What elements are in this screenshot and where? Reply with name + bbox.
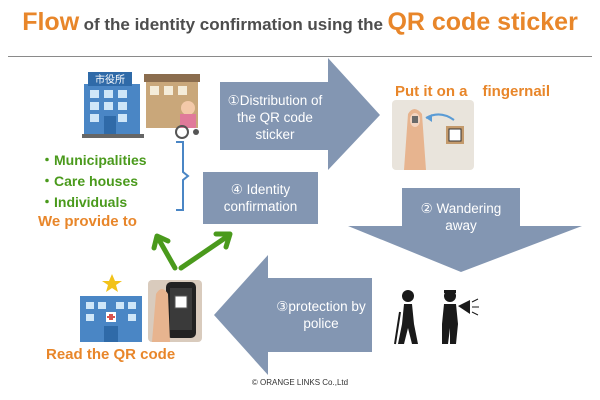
copyright: © ORANGE LINKS Co.,Ltd	[251, 378, 349, 387]
step-protection-text: ③protection by police	[276, 299, 366, 331]
title-divider	[8, 56, 592, 57]
provide-item: ・Individuals	[40, 194, 128, 210]
green-arrows	[151, 231, 233, 271]
arrow-wandering	[348, 188, 582, 272]
wanderer-police-icon	[394, 290, 479, 345]
title-middle: of the identity confirmation using the	[83, 15, 383, 34]
provide-item: ・Municipalities	[40, 152, 147, 168]
step-wandering-text: ② Wandering away	[420, 201, 502, 233]
fingernail-photo	[392, 100, 474, 170]
title-flow: Flow	[22, 8, 80, 36]
read-qr-label: Read the QR code	[46, 346, 176, 363]
list-bracket	[176, 141, 190, 211]
step-identity-text: ④ Identity confirmation	[223, 182, 298, 214]
city-hall-icon: 市役所	[82, 72, 200, 139]
title-qr: QR code sticker	[387, 8, 578, 36]
hospital-phone-icon	[80, 274, 202, 342]
city-hall-sign: 市役所	[95, 73, 125, 86]
arrow-distribution	[220, 58, 380, 170]
step-distribution-text: ①Distribution of the QR code sticker	[227, 92, 323, 142]
provide-list: ・Municipalities ・Care houses ・Individual…	[40, 150, 147, 213]
page-title: Flow of the identity confirmation using …	[0, 8, 600, 37]
fingernail-label: Put it on a fingernail	[395, 83, 551, 100]
we-provide-label: We provide to	[38, 213, 137, 230]
arrow-protection	[214, 255, 372, 375]
provide-item: ・Care houses	[40, 173, 139, 189]
box-identity	[203, 172, 318, 224]
